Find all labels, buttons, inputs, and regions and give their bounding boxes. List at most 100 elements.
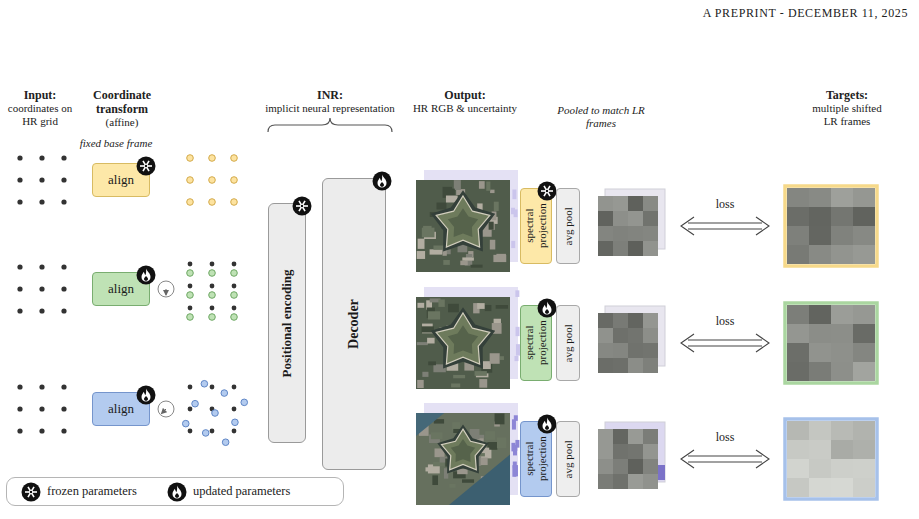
- uncertainty-backing: [605, 306, 665, 366]
- node-label: Positional encoding: [280, 223, 295, 423]
- image-patch: [427, 338, 434, 344]
- badge-disc: [538, 182, 557, 201]
- pixel-cell: [853, 459, 875, 478]
- pixel-cell: [831, 478, 853, 497]
- label-slot: Targets:: [790, 88, 904, 102]
- column-label: HR RGB & uncertainty: [393, 102, 537, 115]
- pool-box: avg pool: [556, 421, 580, 497]
- pixel-cell: [809, 226, 831, 245]
- pixel-cell: [787, 343, 809, 362]
- pixel-cell: [809, 421, 831, 440]
- pixel-cell: [643, 241, 658, 256]
- shifted-dot: [222, 439, 229, 446]
- pixel-cell: [628, 211, 643, 226]
- aligned-dot: [209, 199, 216, 206]
- pixel-cell: [853, 478, 875, 497]
- flame: [543, 418, 552, 431]
- pixel-cell: [613, 358, 628, 373]
- aligned-dot: [187, 155, 194, 162]
- grid-dot: [17, 406, 22, 411]
- snowflake-arm: [143, 161, 149, 171]
- image-patch: [425, 467, 434, 471]
- uncertainty-spot: [512, 465, 516, 477]
- flame: [142, 269, 151, 282]
- target-frame: [785, 186, 877, 266]
- uncertainty-spot: [512, 189, 516, 199]
- badge-disc: [137, 386, 156, 405]
- snowflake-core: [144, 164, 148, 168]
- pixel-cell: [831, 245, 853, 264]
- shifted-dot: [187, 314, 194, 321]
- fort-moat: [431, 307, 495, 368]
- pixel-cell: [809, 440, 831, 459]
- image-patch: [428, 311, 440, 319]
- node-label: avg pool: [562, 196, 575, 256]
- grid-dot: [61, 406, 66, 411]
- pixel-cell: [628, 444, 643, 459]
- pixel-cell: [809, 324, 831, 343]
- column-label: Coordinate transform: [82, 88, 162, 117]
- pixel-cell: [643, 444, 658, 459]
- pixel-cell: [598, 241, 613, 256]
- uncertainty-spot: [514, 356, 518, 361]
- pixel-cell: [809, 245, 831, 264]
- legend-box: frozen parametersupdated parameters: [6, 477, 344, 506]
- pixel-cell: [613, 474, 628, 489]
- image-ground: [416, 180, 510, 272]
- image-patch: [485, 305, 492, 311]
- badge-disc: [22, 482, 41, 501]
- pixel-cell: [853, 421, 875, 440]
- shifted-dot: [231, 270, 238, 277]
- grid-dot: [17, 308, 22, 313]
- pixel-cell: [787, 459, 809, 478]
- decoder-box: Decoder: [322, 178, 386, 470]
- image-patch: [438, 299, 444, 306]
- image-patch: [497, 437, 506, 448]
- satellite-image: [416, 170, 518, 272]
- flame-core: [380, 182, 384, 187]
- pixel-cell: [598, 343, 613, 358]
- water: [416, 413, 444, 436]
- grid-dot: [210, 385, 215, 390]
- pixel-cell: [643, 226, 658, 241]
- grid-dot: [39, 406, 44, 411]
- image-patch: [460, 261, 467, 266]
- uncertainty-spot: [515, 290, 519, 297]
- snowflake-core: [300, 204, 304, 208]
- pixel-cell: [598, 196, 613, 211]
- image-patch: [418, 239, 425, 249]
- grid-dot: [17, 286, 22, 291]
- column-label: Input:: [2, 88, 78, 102]
- shift-arrow: [162, 409, 167, 414]
- pixel-cell: [628, 474, 643, 489]
- pixel-cell: [831, 343, 853, 362]
- label-slot: Coordinate transform: [82, 88, 162, 117]
- image-patch: [490, 240, 495, 250]
- label-slot: Pooled to match LR frames: [555, 104, 647, 130]
- pixel-cell: [831, 324, 853, 343]
- grid-dot: [17, 177, 22, 182]
- image-patch: [431, 432, 443, 439]
- shifted-dot: [212, 410, 219, 417]
- aligned-dot: [187, 177, 194, 184]
- grid-dot: [188, 262, 193, 267]
- pixel-cell: [628, 241, 643, 256]
- image-patch: [489, 222, 494, 230]
- image-patch: [490, 190, 494, 193]
- parameter-badge: [136, 385, 156, 405]
- grid-dot: [61, 155, 66, 160]
- pooled-frame: [598, 306, 665, 373]
- pixel-cell: [831, 459, 853, 478]
- pixel-cell: [787, 245, 809, 264]
- badge-disc: [538, 299, 557, 318]
- pixel-cell: [643, 313, 658, 328]
- grid-dot: [39, 286, 44, 291]
- column-label: Output:: [393, 88, 537, 102]
- align-box: align: [92, 163, 150, 197]
- parameter-badge: [537, 181, 557, 201]
- pixel-cell: [643, 343, 658, 358]
- pixel-cell: [598, 444, 613, 459]
- pixel-cell: [853, 207, 875, 226]
- badge-disc: [137, 157, 156, 176]
- image-ground: [416, 297, 510, 389]
